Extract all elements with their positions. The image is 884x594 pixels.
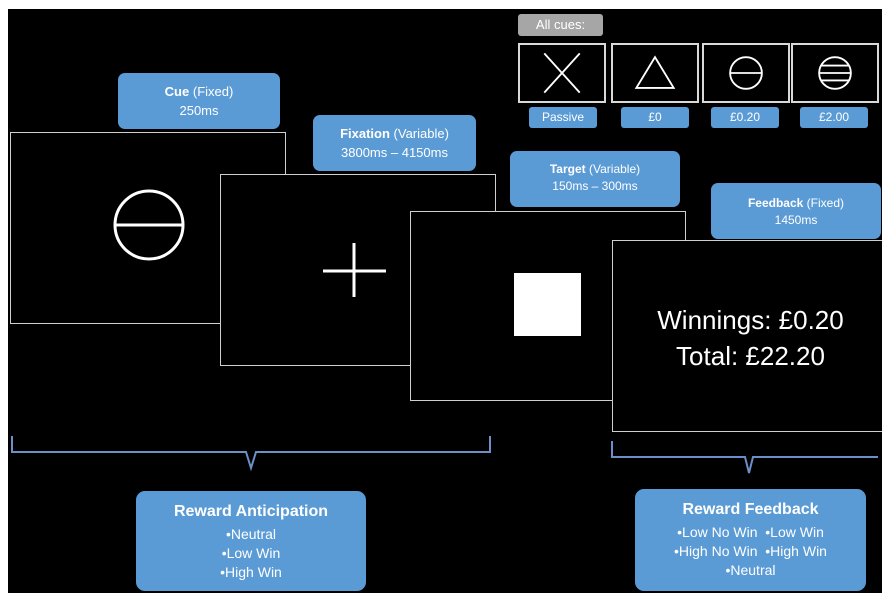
circle-three-lines-icon (791, 43, 879, 103)
target-phase-label: Target (Variable) 150ms – 300ms (510, 151, 680, 207)
total-text: Total: £22.20 (676, 341, 825, 371)
reward-feedback-title: Reward Feedback (682, 501, 819, 518)
all-cues-label: All cues: (518, 14, 603, 36)
feedback-brace (611, 441, 878, 474)
feedback-line-1: •Low No Win •Low Win (677, 524, 824, 540)
cue-phase-label: Cue (Fixed) 250ms (118, 73, 280, 129)
reward-anticipation-title: Reward Anticipation (173, 503, 329, 520)
feedback-screen: Winnings: £0.20 Total: £22.20 (612, 240, 882, 432)
fixation-phase-label: Fixation (Variable) 3800ms – 4150ms (313, 115, 476, 171)
reward-anticipation-box: Reward Anticipation •Neutral •Low Win •H… (136, 491, 366, 591)
cue-label-passive: Passive (529, 107, 597, 128)
fixation-cross-icon (323, 243, 386, 297)
feedback-line-2: •High No Win •High Win (674, 543, 827, 559)
circle-one-line-icon (702, 43, 790, 103)
target-square (514, 273, 581, 336)
feedback-phase-label: Feedback (Fixed) 1450ms (711, 183, 881, 239)
cue-label-zero: £0 (621, 107, 689, 128)
anticipation-item-neutral: •Neutral (225, 526, 277, 542)
anticipation-item-low-win: •Low Win (221, 545, 281, 561)
cue-label-high: £2.00 (800, 107, 868, 128)
cue-circle-icon (113, 189, 185, 261)
triangle-icon (611, 43, 699, 103)
reward-feedback-box: Reward Feedback •Low No Win •Low Win •Hi… (635, 489, 866, 591)
winnings-text: Winnings: £0.20 (657, 305, 844, 335)
x-cross-icon (518, 43, 606, 103)
feedback-line-3: •Neutral (725, 562, 776, 578)
anticipation-item-high-win: •High Win (220, 564, 282, 580)
diagram-canvas: All cues: Passive £0 £0.20 £2.00 Cue (Fi… (8, 9, 882, 593)
cue-label-low: £0.20 (711, 107, 779, 128)
anticipation-brace (11, 436, 491, 472)
